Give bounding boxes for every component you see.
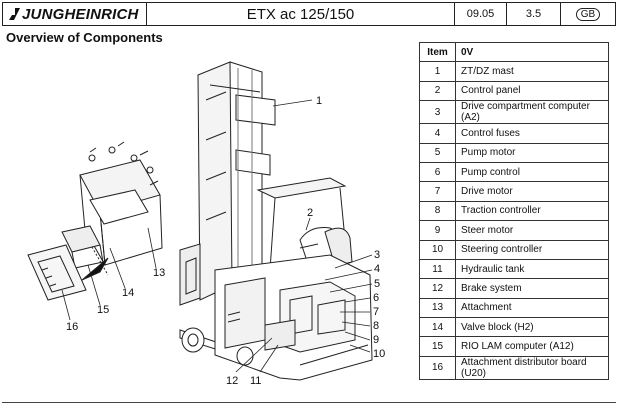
item-description: Pump motor <box>455 142 609 163</box>
item-description: Hydraulic tank <box>455 258 609 280</box>
callout-14: 14 <box>122 287 134 299</box>
item-description: Drive compartment computer (A2) <box>455 100 609 125</box>
callout-5: 5 <box>374 278 380 290</box>
column-header-description: 0V <box>455 41 609 63</box>
item-description: Control panel <box>455 80 609 102</box>
leader-lines <box>61 99 373 373</box>
callout-11: 11 <box>250 375 261 387</box>
callout-8: 8 <box>373 320 379 332</box>
document-date: 09.05 <box>455 3 507 25</box>
item-number: 9 <box>419 220 456 241</box>
item-number: 12 <box>419 278 456 299</box>
item-number: 15 <box>419 336 456 357</box>
column-header-item: Item <box>419 41 456 63</box>
item-number: 4 <box>419 123 456 144</box>
wheels-drawing <box>181 327 254 366</box>
item-description: Traction controller <box>455 200 609 222</box>
callout-12: 12 <box>226 375 238 387</box>
item-number: 1 <box>419 61 456 82</box>
attachment-drawing <box>79 141 163 276</box>
callout-15: 15 <box>97 304 109 316</box>
item-number: 11 <box>419 258 456 280</box>
item-description: Brake system <box>455 278 609 299</box>
language-badge: GB <box>575 7 601 21</box>
item-description: Attachment distributor board (U20) <box>455 355 609 380</box>
document-header: JUNGHEINRICH ETX ac 125/150 09.05 3.5 GB <box>2 2 616 26</box>
item-number: 8 <box>419 200 456 222</box>
callout-16: 16 <box>66 321 78 333</box>
cab-drawing <box>256 177 353 271</box>
item-description: ZT/DZ mast <box>455 61 609 82</box>
item-description: Drive motor <box>455 181 609 202</box>
item-number: 6 <box>419 161 456 183</box>
item-description: Steer motor <box>455 220 609 241</box>
table-header-row: Item 0V <box>419 41 609 63</box>
callout-6: 6 <box>373 292 379 304</box>
language-cell: GB <box>561 3 615 25</box>
callout-4: 4 <box>374 263 380 275</box>
callout-1: 1 <box>316 95 322 107</box>
item-description: Pump control <box>455 161 609 183</box>
callout-13: 13 <box>153 267 165 279</box>
item-number: 2 <box>419 80 456 102</box>
item-description: Steering controller <box>455 239 609 260</box>
callout-3: 3 <box>374 249 380 261</box>
chassis-drawing <box>214 254 373 381</box>
document-title: ETX ac 125/150 <box>147 3 455 25</box>
callout-7: 7 <box>373 306 379 318</box>
item-number: 7 <box>419 181 456 202</box>
page-number: 3.5 <box>507 3 561 25</box>
item-description: RIO LAM computer (A12) <box>455 336 609 357</box>
callout-9: 9 <box>373 334 379 346</box>
item-number: 16 <box>419 355 456 380</box>
item-number: 13 <box>419 297 456 319</box>
item-number: 3 <box>419 100 456 125</box>
item-number: 5 <box>419 142 456 163</box>
brand-name: JUNGHEINRICH <box>22 5 139 23</box>
section-title: Overview of Components <box>6 30 163 45</box>
valve-block-drawing <box>61 225 104 269</box>
callout-2: 2 <box>307 207 313 219</box>
item-number: 14 <box>419 317 456 338</box>
callout-10: 10 <box>373 348 385 360</box>
mast-drawing <box>197 61 276 301</box>
forks-drawing <box>179 243 226 353</box>
brand-logo: JUNGHEINRICH <box>3 3 147 25</box>
item-description: Attachment <box>455 297 609 319</box>
item-number: 10 <box>419 239 456 260</box>
footer-divider <box>2 402 616 403</box>
brand-mark-icon <box>9 8 20 20</box>
item-description: Control fuses <box>455 123 609 144</box>
distributor-board-drawing <box>27 244 87 301</box>
item-description: Valve block (H2) <box>455 317 609 338</box>
